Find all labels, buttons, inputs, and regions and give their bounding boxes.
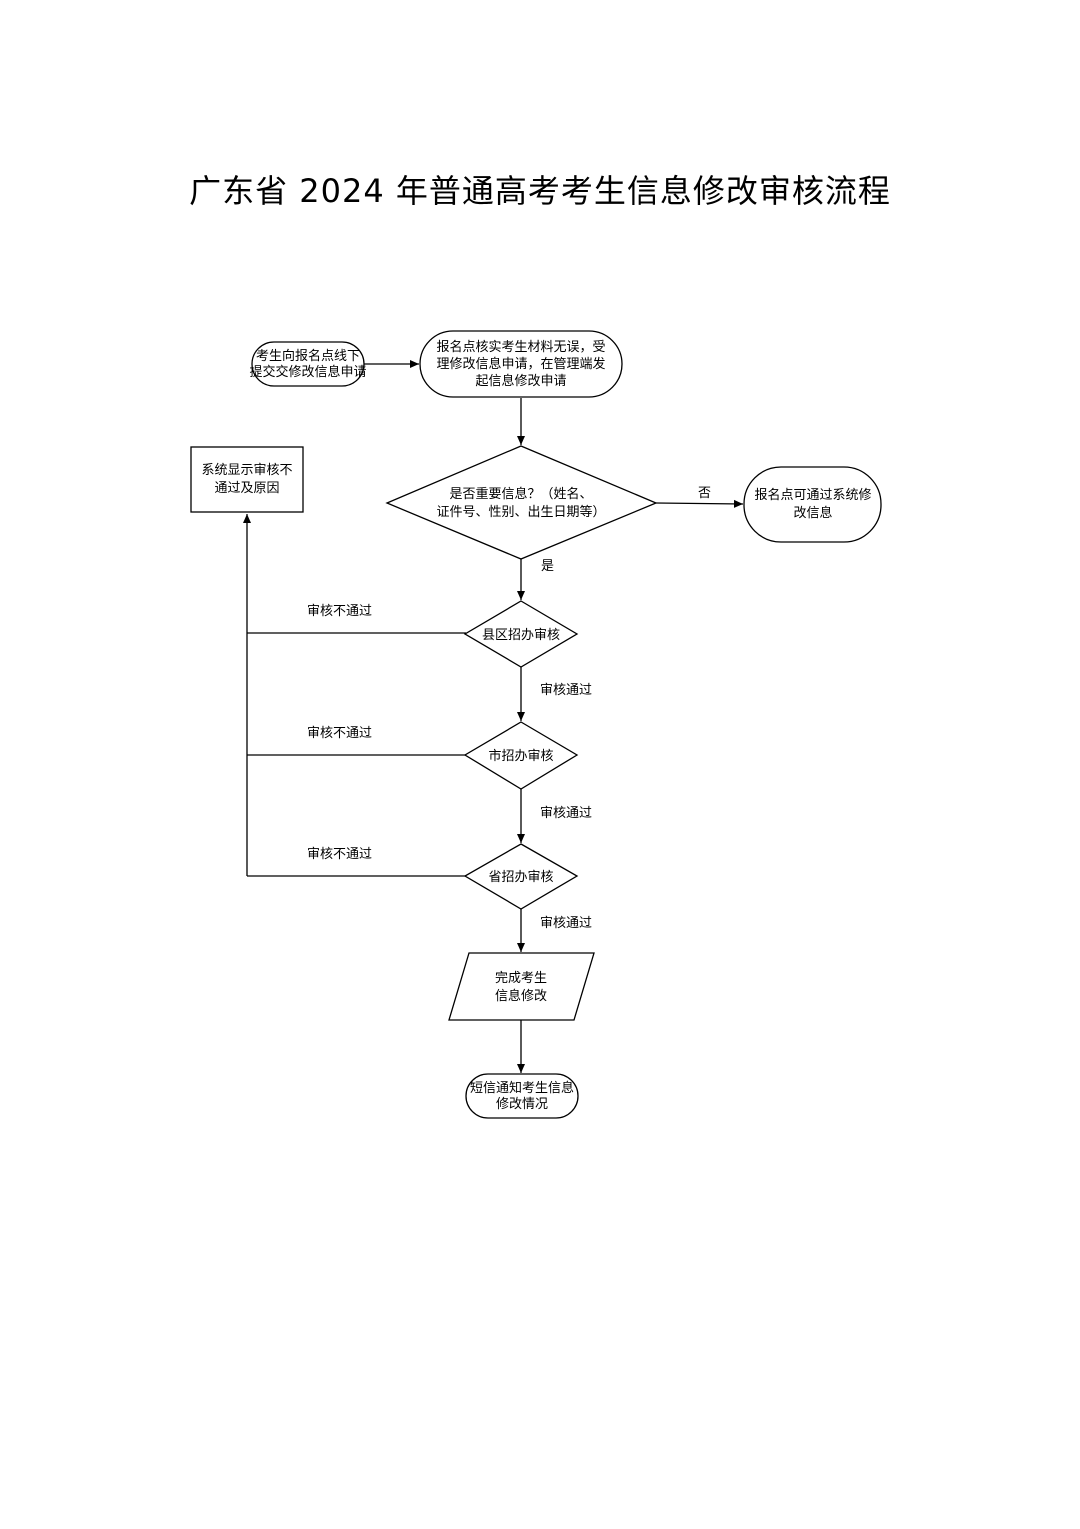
node-submit-line1: 考生向报名点线下 (256, 348, 360, 364)
node-decision-line1: 是否重要信息？（姓名、 (449, 486, 592, 502)
edge-label-pass-province: 审核通过 (540, 916, 592, 931)
node-decision (385, 445, 658, 560)
node-sms-notify-line2: 修改情况 (496, 1097, 548, 1112)
edge-label-no: 否 (698, 486, 711, 501)
node-complete (448, 952, 595, 1021)
node-reject-show-line2: 通过及原因 (214, 481, 279, 496)
node-county-review-label: 县区招办审核 (482, 628, 560, 643)
edge-decision-to-modify (655, 499, 744, 508)
node-verify-line1: 报名点核实考生材料无误，受 (436, 339, 605, 355)
node-modify-direct (743, 466, 882, 543)
node-submit (251, 341, 365, 387)
node-sms-notify-line1: 短信通知考生信息 (470, 1080, 574, 1096)
edge-label-reject-county: 审核不通过 (307, 604, 372, 619)
edge-label-reject-city: 审核不通过 (307, 726, 372, 741)
edge-label-pass-city: 审核通过 (540, 806, 592, 821)
node-county-review (463, 600, 579, 668)
node-modify-direct-line1: 报名点可通过系统修 (754, 487, 871, 503)
node-verify (419, 330, 623, 398)
node-reject-show (190, 446, 304, 513)
node-verify-line3: 起信息修改申请 (475, 373, 566, 389)
node-city-review (463, 721, 579, 790)
node-complete-line1: 完成考生 (495, 971, 547, 986)
node-city-review-label: 市招办审核 (488, 748, 553, 764)
node-complete-line2: 信息修改 (495, 988, 547, 1004)
edge-label-yes: 是 (541, 559, 554, 574)
node-submit-line2: 提交交修改信息申请 (249, 364, 366, 380)
edge-label-pass-county: 审核通过 (540, 683, 592, 698)
node-reject-show-line1: 系统显示审核不 (201, 463, 292, 478)
node-sms-notify (465, 1073, 579, 1119)
node-decision-line2: 证件号、性别、出生日期等） (436, 504, 605, 520)
node-modify-direct-line2: 改信息 (793, 505, 832, 521)
node-province-review (463, 843, 579, 910)
edge-label-reject-province: 审核不通过 (307, 847, 372, 862)
node-verify-line2: 理修改信息申请，在管理端发 (436, 356, 605, 372)
node-province-review-label: 省招办审核 (488, 870, 553, 885)
page-title: 广东省 2024 年普通高考考生信息修改审核流程 (189, 172, 891, 210)
